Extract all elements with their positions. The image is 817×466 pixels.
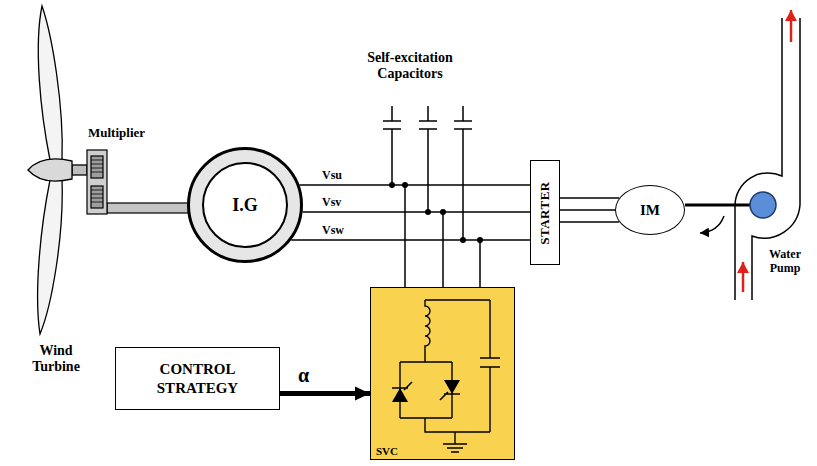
signal-name: Vsu <box>322 168 342 183</box>
node-label: CONTROL STRATEGY <box>143 360 253 398</box>
svc-circuit <box>400 300 500 452</box>
capacitor-symbol <box>383 106 401 185</box>
multiplier-gearbox <box>87 150 189 214</box>
signal-name: α <box>298 364 309 387</box>
wind-turbine <box>38 6 62 160</box>
signal-name: Vsw <box>322 223 344 238</box>
signal-name: Vsv <box>322 195 341 210</box>
part-name: Water Pump <box>758 248 812 276</box>
wind-turbine <box>38 180 63 334</box>
connector-group <box>280 185 619 394</box>
wind-turbine <box>28 6 87 334</box>
svc-circuit <box>392 382 412 390</box>
svc-circuit <box>444 380 460 394</box>
node-label: SVC <box>376 445 398 457</box>
generator-ring <box>203 163 287 247</box>
water-pump <box>790 10 793 42</box>
multiplier-gearbox <box>91 156 103 178</box>
wire-connector <box>560 221 619 223</box>
multiplier-gearbox <box>107 203 189 213</box>
motor-ellipse: IM <box>615 185 685 235</box>
svc-circuit <box>440 392 460 400</box>
capacitor-symbol <box>454 106 472 240</box>
capacitor-symbol <box>383 106 472 240</box>
multiplier-gearbox <box>87 150 107 214</box>
generator-ring <box>189 149 301 261</box>
multiplier-gearbox <box>91 186 103 208</box>
node-label: STARTER <box>537 181 553 245</box>
generator-ring <box>189 149 301 261</box>
wire-connector <box>560 209 615 211</box>
svc-circuit <box>370 287 515 460</box>
svc-feeder-wire <box>405 185 480 287</box>
wire-connector <box>303 211 530 213</box>
control-box: CONTROL STRATEGY <box>115 347 280 410</box>
part-name: Multiplier <box>88 126 145 141</box>
wind-turbine <box>72 165 87 175</box>
water-pump <box>742 262 745 292</box>
svc-circuit <box>392 388 408 402</box>
wire-connector <box>299 184 530 186</box>
water-pump <box>700 216 724 233</box>
starter-box: STARTER <box>530 160 560 265</box>
svc-circuit <box>370 287 515 460</box>
wire-connector <box>560 197 619 199</box>
wind-turbine <box>28 159 72 181</box>
wire-connector <box>291 239 530 241</box>
capacitor-caption: Self-excitation Capacitors <box>335 50 485 82</box>
node-label: IM <box>640 202 660 219</box>
multiplier-gearbox <box>91 160 103 202</box>
part-name: Wind Turbine <box>20 343 92 375</box>
capacitor-symbol <box>419 106 437 212</box>
water-pump <box>750 192 776 218</box>
wire-connector <box>280 391 370 396</box>
svc-box: SVC <box>370 287 515 460</box>
svc-feeder-wire <box>405 185 480 287</box>
generator-circle: I.G <box>187 147 303 263</box>
node-label: I.G <box>232 195 258 216</box>
